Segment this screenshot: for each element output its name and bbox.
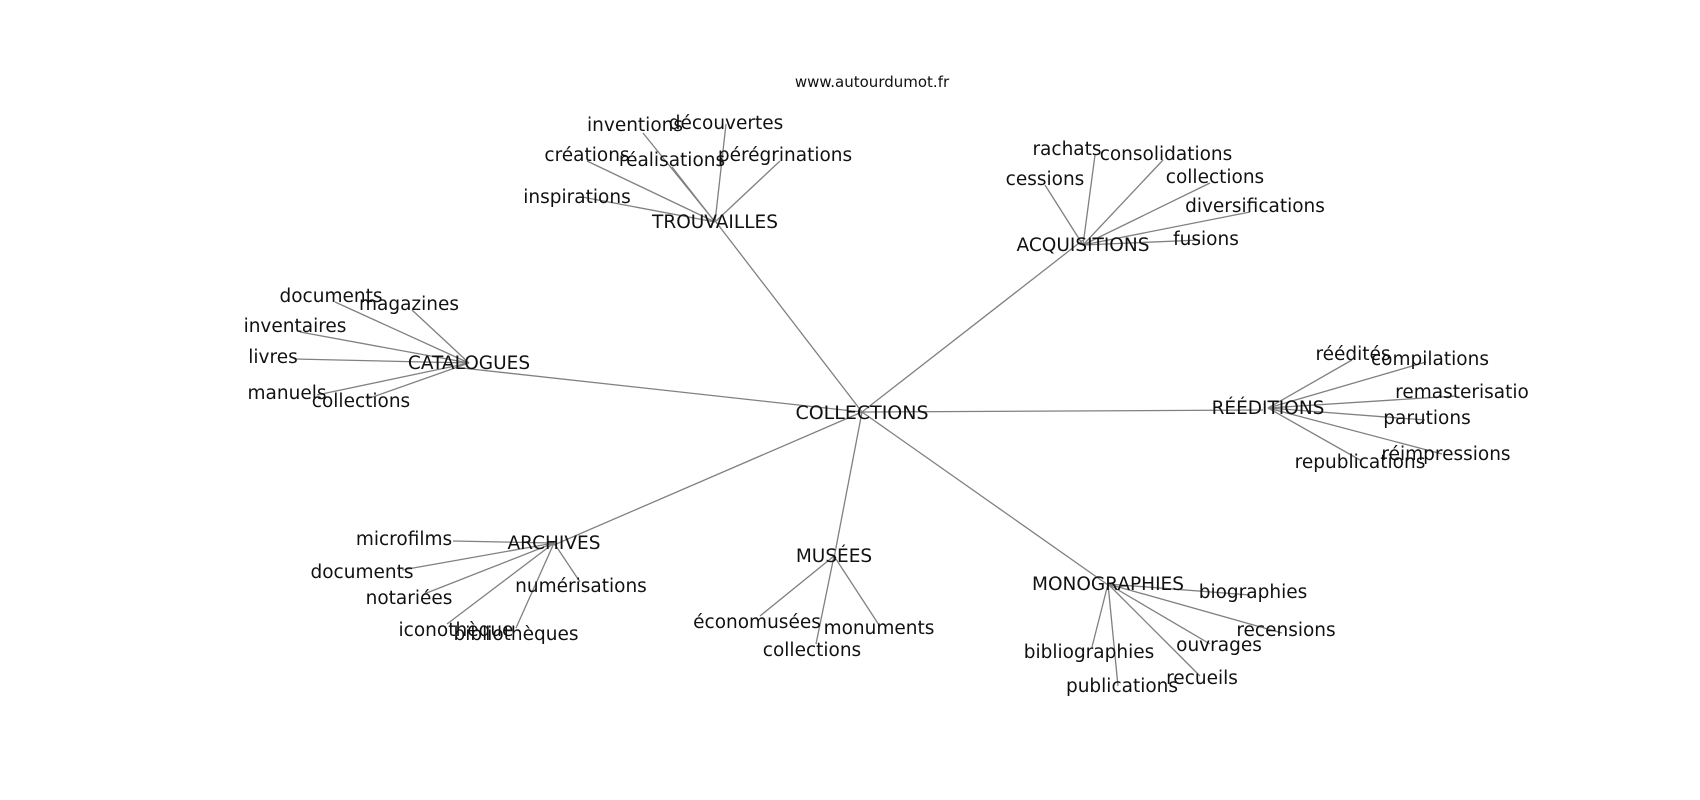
hub-node-acquisitions: ACQUISITIONS: [1017, 235, 1150, 256]
leaf-node-catalogues-5: collections: [312, 391, 410, 412]
edge-catalogues-2: [299, 331, 470, 364]
source-credit: www.autourdumot.fr: [795, 73, 950, 91]
edge-acquisitions-3: [1082, 182, 1211, 246]
edge-center-archives: [553, 411, 863, 546]
edge-monographies-5: [1107, 583, 1119, 687]
edge-archives-4: [446, 542, 555, 625]
edge-center-reeditions: [861, 409, 1264, 413]
leaf-node-musees-1: monuments: [824, 618, 935, 639]
edge-catalogues-4: [316, 362, 470, 396]
edge-acquisitions-0: [1082, 154, 1096, 246]
leaf-node-acquisitions-3: collections: [1166, 167, 1264, 188]
leaf-node-reeditions-4: réimpressions: [1381, 444, 1510, 465]
edge-monographies-2: [1107, 583, 1211, 645]
leaf-node-monographies-0: biographies: [1199, 582, 1308, 603]
leaf-node-acquisitions-2: cessions: [1006, 169, 1085, 190]
edge-monographies-3: [1091, 583, 1109, 648]
hub-node-trouvailles: TROUVAILLES: [651, 212, 778, 233]
edge-acquisitions-4: [1082, 211, 1251, 246]
leaf-node-trouvailles-1: découvertes: [669, 113, 784, 134]
leaf-node-acquisitions-1: consolidations: [1100, 144, 1233, 165]
edge-center-acquisitions: [861, 239, 1084, 413]
leaf-node-catalogues-1: magazines: [359, 294, 459, 315]
edge-monographies-1: [1107, 583, 1283, 634]
leaf-node-archives-0: microfilms: [356, 529, 452, 550]
edge-reeditions-3: [1267, 407, 1426, 421]
edge-acquisitions-5: [1082, 239, 1201, 246]
leaf-node-reeditions-0: réédités: [1315, 344, 1390, 365]
leaf-node-monographies-4: recueils: [1166, 668, 1238, 689]
edge-trouvailles-3: [671, 166, 716, 223]
edge-layer: [293, 123, 1457, 687]
edge-catalogues-5: [366, 362, 470, 400]
edge-trouvailles-5: [581, 196, 716, 223]
hub-node-musees: MUSÉES: [796, 545, 872, 567]
leaf-node-reeditions-2: remasterisatio: [1395, 382, 1529, 403]
leaf-node-trouvailles-4: pérégrinations: [718, 145, 852, 166]
leaf-node-monographies-2: ouvrages: [1176, 635, 1262, 656]
leaf-node-acquisitions-4: diversifications: [1185, 196, 1325, 217]
edge-reeditions-4: [1267, 407, 1443, 455]
leaf-node-monographies-3: bibliographies: [1024, 642, 1155, 663]
hub-node-catalogues: CATALOGUES: [408, 353, 530, 374]
edge-center-catalogues: [461, 367, 863, 413]
edge-acquisitions-1: [1082, 159, 1164, 246]
leaf-node-catalogues-0: documents: [280, 286, 383, 307]
edge-acquisitions-2: [1044, 184, 1084, 246]
leaf-node-archives-4: iconothèque: [399, 620, 514, 641]
edge-reeditions-0: [1267, 359, 1353, 409]
leaf-node-reeditions-1: compilations: [1371, 349, 1489, 370]
hub-node-monographies: MONOGRAPHIES: [1032, 574, 1184, 595]
leaf-node-archives-2: notariées: [366, 588, 453, 609]
edge-catalogues-1: [411, 309, 470, 364]
edge-center-musees: [833, 411, 863, 559]
edge-catalogues-0: [334, 301, 470, 364]
leaf-node-archives-5: bibliothèques: [453, 624, 578, 645]
leaf-node-archives-1: documents: [311, 562, 414, 583]
edge-trouvailles-1: [714, 123, 727, 223]
center-node-label: COLLECTIONS: [795, 402, 928, 424]
edge-monographies-0: [1107, 583, 1251, 596]
leaf-node-musees-0: économusées: [693, 612, 821, 633]
label-layer: www.autourdumot.fr COLLECTIONS TROUVAILL…: [244, 73, 1529, 697]
edge-center-monographies: [861, 411, 1109, 586]
leaf-node-trouvailles-3: réalisations: [619, 150, 725, 171]
edge-reeditions-2: [1267, 395, 1457, 409]
edge-archives-0: [452, 540, 555, 544]
leaf-node-catalogues-2: inventaires: [244, 316, 347, 337]
edge-archives-3: [553, 542, 581, 583]
edge-reeditions-5: [1267, 407, 1361, 461]
edge-monographies-4: [1107, 583, 1201, 677]
leaf-node-monographies-5: publications: [1066, 676, 1178, 697]
edge-center-trouvailles: [715, 221, 863, 413]
edge-archives-5: [515, 542, 555, 629]
edge-archives-2: [423, 542, 555, 595]
edge-trouvailles-4: [714, 160, 781, 223]
leaf-node-acquisitions-5: fusions: [1173, 229, 1239, 250]
edge-musees-1: [833, 555, 880, 626]
hub-node-reeditions: RÉÉDITIONS: [1212, 397, 1325, 419]
edge-trouvailles-2: [586, 160, 716, 223]
leaf-node-trouvailles-2: créations: [544, 145, 629, 166]
leaf-node-reeditions-3: parutions: [1383, 408, 1471, 429]
edge-musees-2: [815, 555, 835, 645]
edge-catalogues-3: [293, 358, 470, 364]
hub-node-archives: ARCHIVES: [508, 533, 601, 554]
leaf-node-reeditions-5: republications: [1295, 452, 1426, 473]
leaf-node-trouvailles-5: inspirations: [523, 187, 630, 208]
edge-archives-1: [401, 542, 555, 571]
leaf-node-catalogues-3: livres: [248, 347, 297, 368]
leaf-node-catalogues-4: manuels: [248, 383, 327, 404]
edge-musees-0: [759, 555, 835, 617]
leaf-node-trouvailles-0: inventions: [587, 115, 683, 136]
leaf-node-musees-2: collections: [763, 640, 861, 661]
edge-reeditions-1: [1267, 361, 1427, 409]
leaf-node-acquisitions-0: rachats: [1032, 139, 1101, 160]
leaf-node-archives-3: numérisations: [515, 576, 647, 597]
leaf-node-monographies-1: recensions: [1236, 620, 1335, 641]
